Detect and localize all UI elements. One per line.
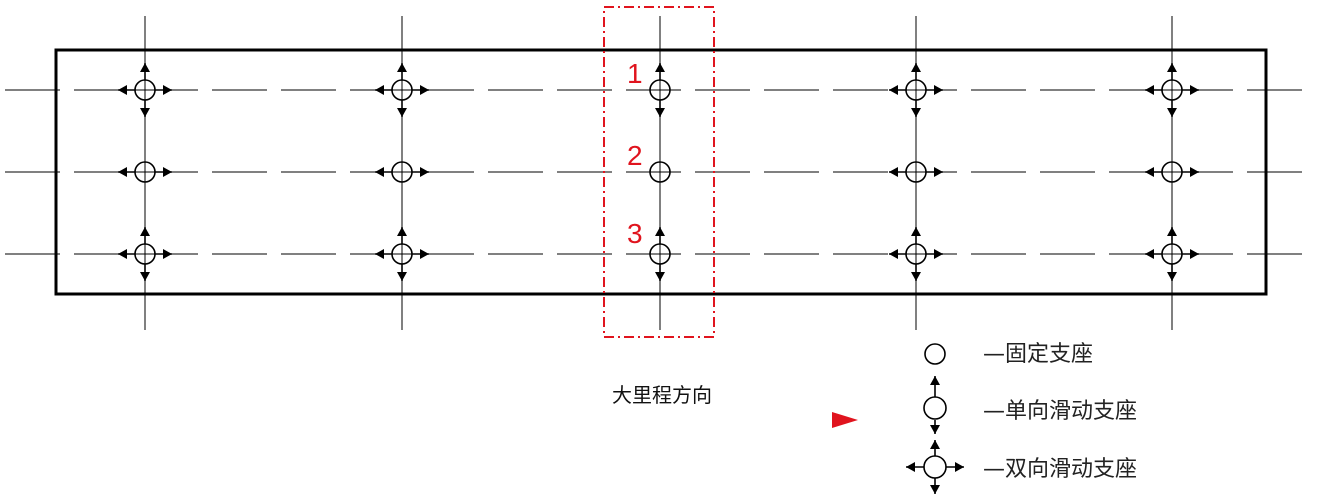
bearing-r1-c4-double xyxy=(889,63,943,117)
legend-single-label: —单向滑动支座 xyxy=(983,399,1137,424)
bearing-r3-c1-double xyxy=(118,227,172,281)
legend-single-symbol xyxy=(923,376,947,434)
bearing-r2-c5-single-h xyxy=(1145,161,1199,183)
bearing-r3-c5-double xyxy=(1145,227,1199,281)
bearing-r2-c3-fixed xyxy=(649,161,671,183)
direction-arrow xyxy=(530,412,858,428)
bearing-r1-c2-double xyxy=(375,63,429,117)
direction-label: 大里程方向 xyxy=(612,383,712,407)
bearing-r1-c3-single xyxy=(649,63,671,117)
bearing-r2-c4-single-h xyxy=(889,161,943,183)
row-number-3: 3 xyxy=(627,218,643,249)
legend-double-symbol xyxy=(906,440,964,494)
row-number-1: 1 xyxy=(627,58,643,89)
bearing-r1-c1-double xyxy=(118,63,172,117)
bearing-r1-c5-double xyxy=(1145,63,1199,117)
bearing-r2-c1-single-h xyxy=(118,161,172,183)
bearing-r2-c2-single-h xyxy=(375,161,429,183)
legend xyxy=(906,343,964,494)
bearing-r3-c4-double xyxy=(889,227,943,281)
row-number-2: 2 xyxy=(627,140,643,171)
legend-fixed-label: —固定支座 xyxy=(983,342,1093,367)
highlight-box xyxy=(603,6,715,338)
legend-fixed-symbol xyxy=(924,343,946,365)
legend-double-label: —双向滑动支座 xyxy=(983,457,1137,482)
bearing-r3-c3-single xyxy=(649,227,671,281)
bearing-r3-c2-double xyxy=(375,227,429,281)
bearing-symbols xyxy=(118,63,1199,281)
